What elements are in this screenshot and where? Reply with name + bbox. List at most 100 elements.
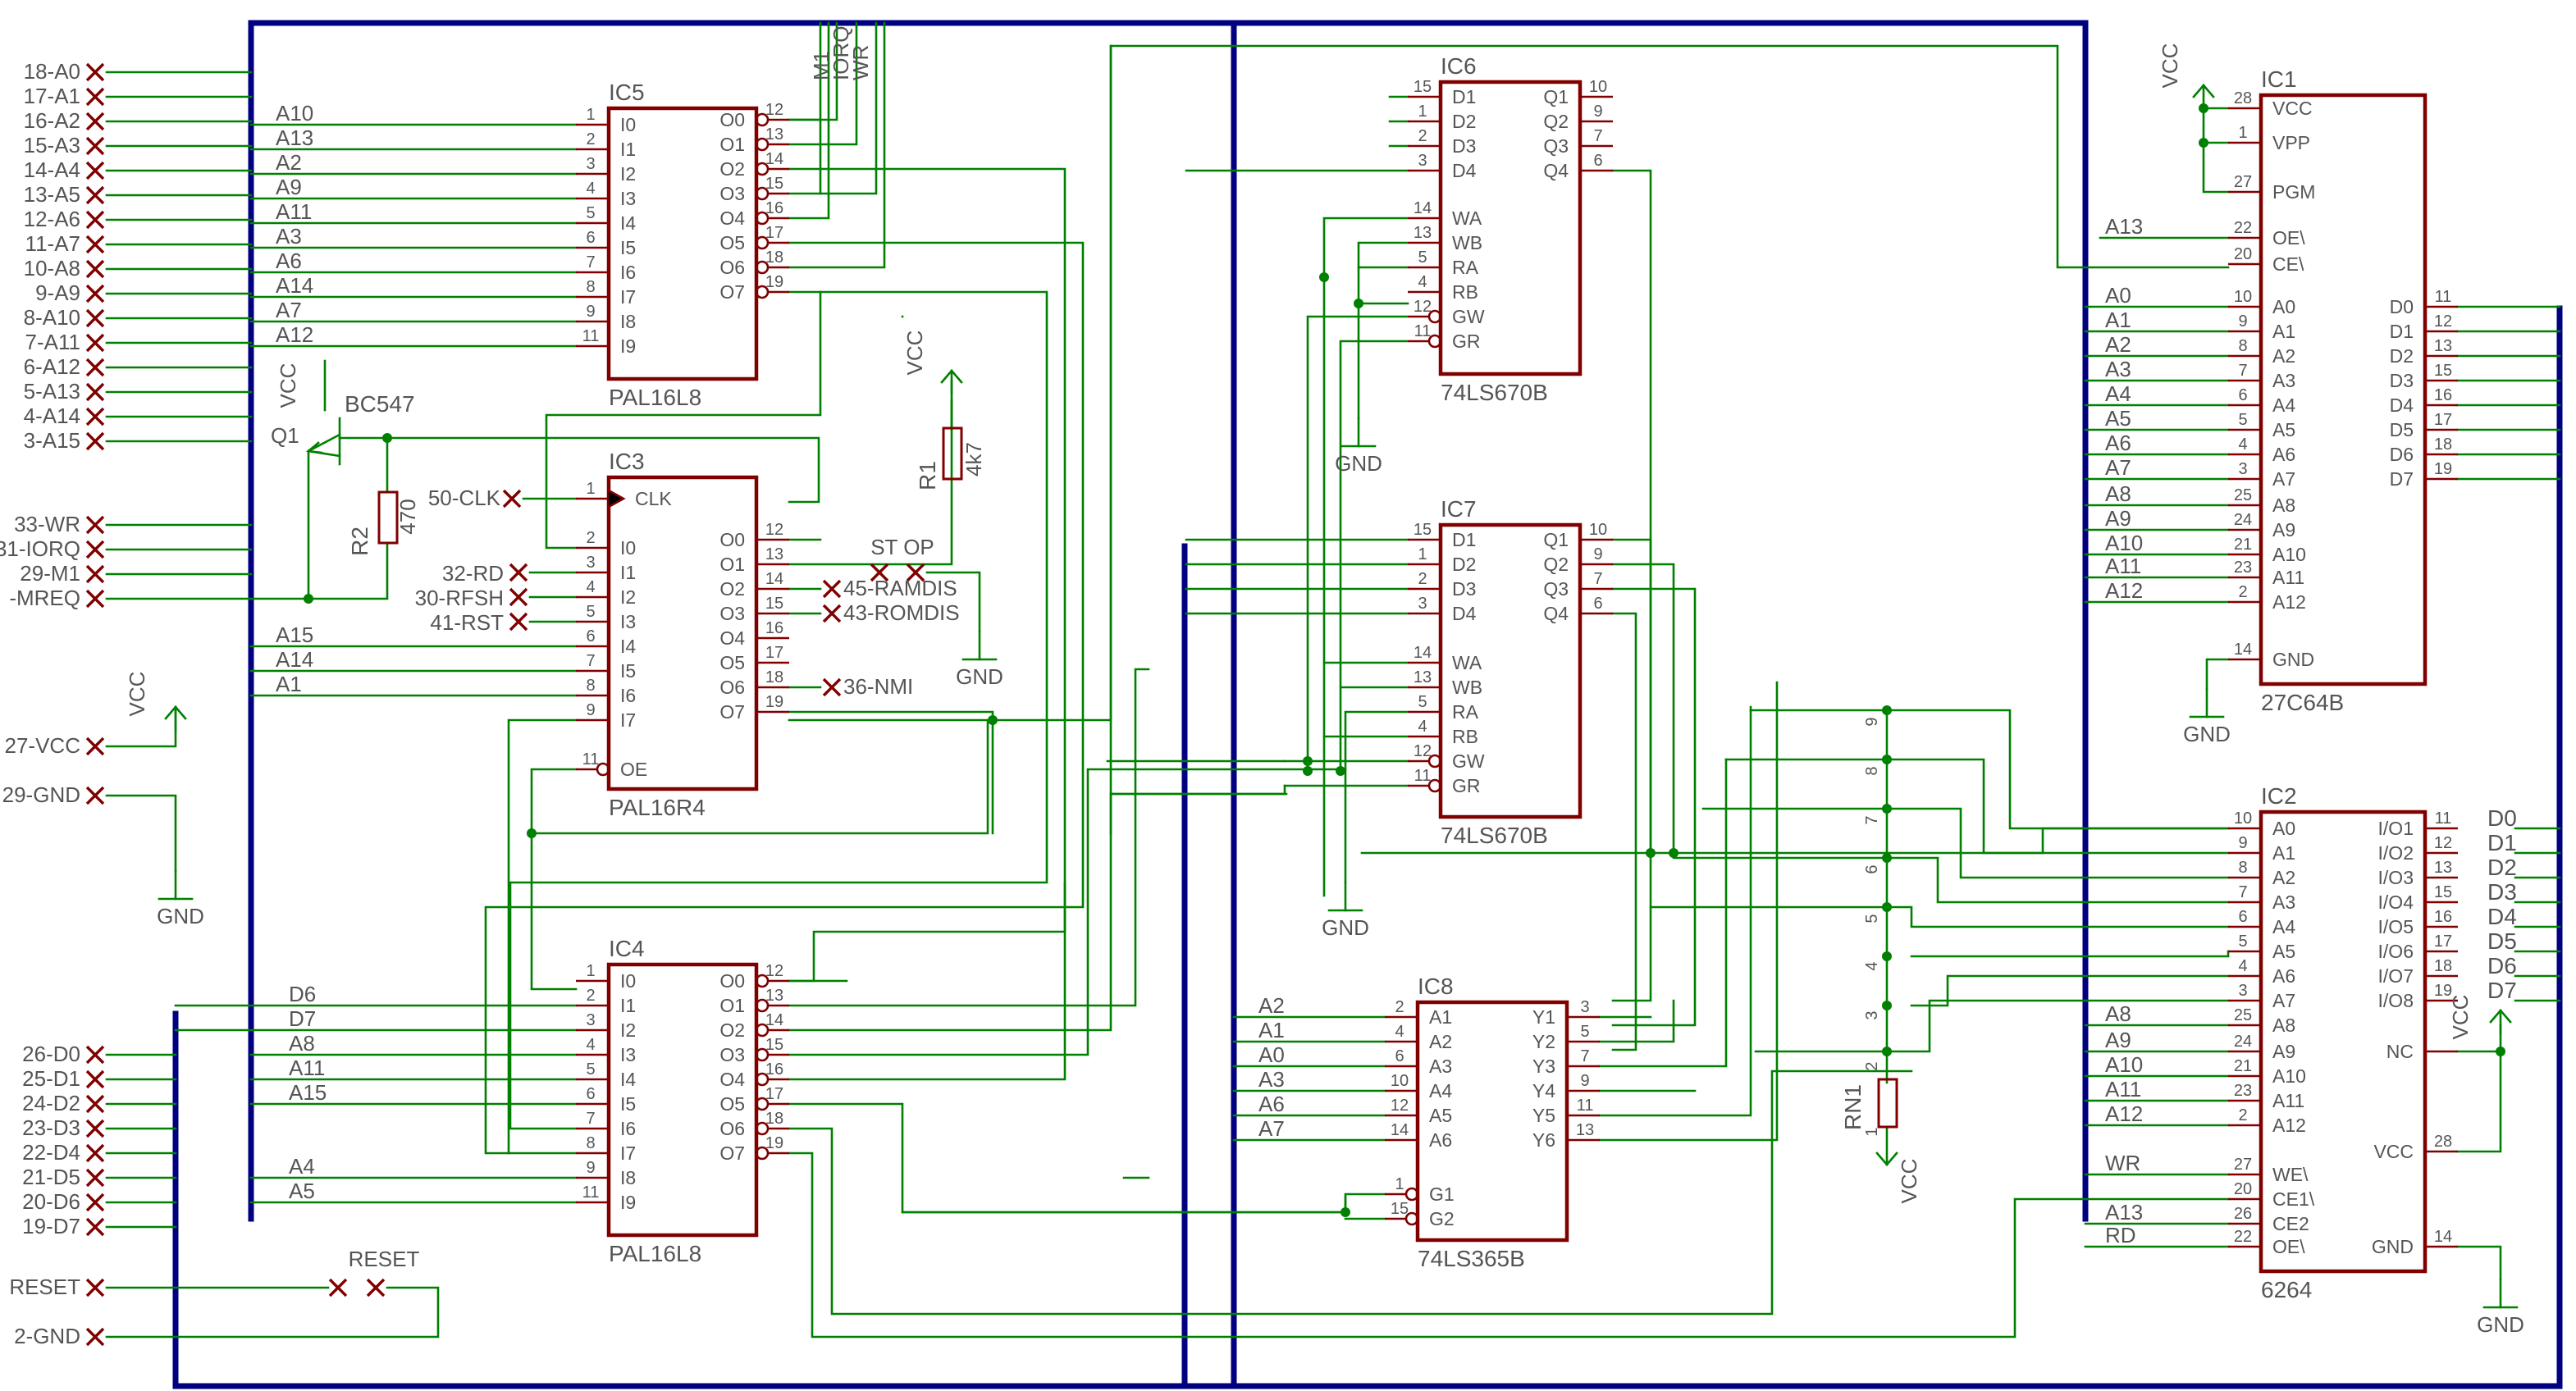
ic5-pin-number: 2: [586, 130, 595, 148]
ic6-pin-number: 5: [1418, 249, 1427, 267]
q1-emitter: [249, 449, 310, 600]
ic8-net-label: A7: [1258, 1116, 1285, 1141]
ic1-pin-name: D2: [2390, 345, 2414, 367]
edge-pin-label: 25-D1: [22, 1066, 80, 1091]
ic8-pin-number: 15: [1391, 1200, 1409, 1218]
ic7-pin-name: D2: [1452, 554, 1476, 575]
ic5-pin-name: O4: [719, 208, 745, 229]
ic4-pin-name: O0: [719, 970, 745, 992]
ic2-pin-name: A6: [2272, 965, 2295, 987]
ic3-pin-name: O0: [719, 529, 745, 550]
ic1-net-label: A11: [2105, 554, 2141, 578]
ic1-pin-name: VCC: [2272, 98, 2313, 119]
ic1-pin-number: 23: [2234, 559, 2252, 577]
gnd-label: GND: [2477, 1312, 2524, 1337]
ic4-o1: [788, 668, 1150, 1007]
ic3-pin-number: 13: [765, 545, 783, 563]
ic5-net-label: A2: [276, 150, 302, 175]
ic2-pin-name: A11: [2272, 1090, 2304, 1111]
ic5-pin-name: I7: [620, 286, 636, 308]
ic1-pin-name: D1: [2390, 321, 2414, 342]
rn1-6: [1672, 856, 2230, 904]
ic4-ref: IC4: [609, 936, 645, 961]
edge-pin-label: 21-D5: [22, 1165, 80, 1189]
wires: [105, 21, 2561, 1339]
ic7-pin-name: Q4: [1543, 603, 1569, 624]
ic4-net-label: D7: [289, 1006, 316, 1031]
ic5-type: PAL16L8: [609, 385, 701, 410]
ic3-net-label: A1: [276, 672, 302, 696]
ic8-pin-name: A5: [1429, 1105, 1452, 1126]
ic3-pin-number: 4: [586, 578, 595, 596]
rn1-pin-number: 1: [1863, 1127, 1881, 1136]
ic2-net-label: A10: [2105, 1052, 2143, 1077]
ic2-net-label: D7: [2487, 978, 2517, 1003]
ic2-pin-name: A4: [2272, 916, 2295, 937]
ic8-pin-name: A6: [1429, 1129, 1452, 1151]
q1-base-wire: [338, 436, 820, 504]
ic5-inv-bubble: [755, 162, 770, 176]
ic1-net-label: A10: [2105, 531, 2143, 555]
ic4-pin-name: O4: [719, 1069, 745, 1090]
ic2-net-label: A9: [2105, 1028, 2131, 1052]
ic1-net-label: A2: [2105, 332, 2131, 357]
ic4-pin-number: 4: [586, 1036, 595, 1054]
ic3-pin-name: I0: [620, 537, 636, 559]
ic4-pin-number: 19: [765, 1134, 783, 1152]
ic4-o7: [788, 1152, 2230, 1339]
ic3-pin-number: 15: [765, 595, 783, 613]
ic7-pin-name: RA: [1452, 701, 1479, 723]
ic5-net-label: A10: [276, 101, 313, 125]
ic6-pin-name: RB: [1452, 281, 1478, 303]
ic5-ref: IC5: [609, 80, 645, 105]
gnd-label: GND: [157, 904, 204, 928]
edge-pin-label: 27-VCC: [5, 733, 80, 758]
rn1-5: [1649, 905, 2230, 928]
r1-ref: R1: [915, 461, 940, 490]
ic5-pin-number: 8: [586, 278, 595, 296]
ic7-pin-number: 14: [1414, 644, 1432, 662]
ic6-pin-number: 12: [1414, 298, 1432, 316]
ic1-pin-name: A5: [2272, 419, 2295, 440]
ic5-o4: [788, 21, 830, 220]
junction-dot: [1354, 299, 1363, 308]
r1-value: 4k7: [961, 442, 986, 477]
ic8-pin-number: 14: [1391, 1121, 1409, 1139]
ic5-pin-name: O2: [719, 158, 745, 180]
ic1-pin-number: 3: [2238, 460, 2247, 478]
ic4-net-label: A5: [289, 1179, 315, 1203]
ic6-inv-bubble: [1427, 334, 1442, 349]
ic7-pin-number: 2: [1418, 570, 1427, 588]
ic3-pin-name: O5: [719, 652, 745, 673]
edge-pin-x: [85, 210, 105, 230]
ic5-to-ic3: [545, 290, 822, 550]
edge-pin-label: 23-D3: [22, 1115, 80, 1140]
edge-pin-x: [85, 382, 105, 402]
ic7-pin-name: GR: [1452, 775, 1481, 796]
vcc-arrow: [940, 369, 963, 384]
ic7-pin-number: 15: [1414, 521, 1432, 539]
ic8-pin-number: 11: [1577, 1097, 1594, 1115]
ic7-pin-number: 7: [1593, 570, 1602, 588]
ic1-net-label: A0: [2105, 283, 2131, 308]
ic1-net-label: A4: [2105, 381, 2131, 406]
ic7-pin-name: WB: [1452, 677, 1482, 698]
ic2-pin-name: A5: [2272, 941, 2295, 962]
ic4-pin-number: 18: [765, 1110, 783, 1128]
ic1-pin-number: 2: [2238, 583, 2247, 601]
edge-pin-label: 11-A7: [25, 231, 80, 256]
ic1-pin-number: 14: [2234, 641, 2252, 659]
ic1-pin-name: A1: [2272, 321, 2295, 342]
vcc-label: VCC: [125, 672, 149, 717]
ic8-pin-name: Y6: [1532, 1129, 1555, 1151]
ic8-y3: [1598, 758, 1728, 1068]
ic4-inv-bubble: [755, 974, 770, 988]
ic1-type: 27C64B: [2261, 690, 2344, 715]
ic1-pin-name: A12: [2272, 591, 2306, 613]
ic6-pin-number: 13: [1414, 224, 1432, 242]
edge-pin-label: 12-A6: [24, 207, 80, 231]
ic5-pin-number: 14: [765, 150, 783, 168]
ic2-pin-name: CE2: [2272, 1213, 2309, 1234]
ic4-inv-bubble: [755, 998, 770, 1013]
ic2-pin-number: 18: [2434, 957, 2452, 975]
